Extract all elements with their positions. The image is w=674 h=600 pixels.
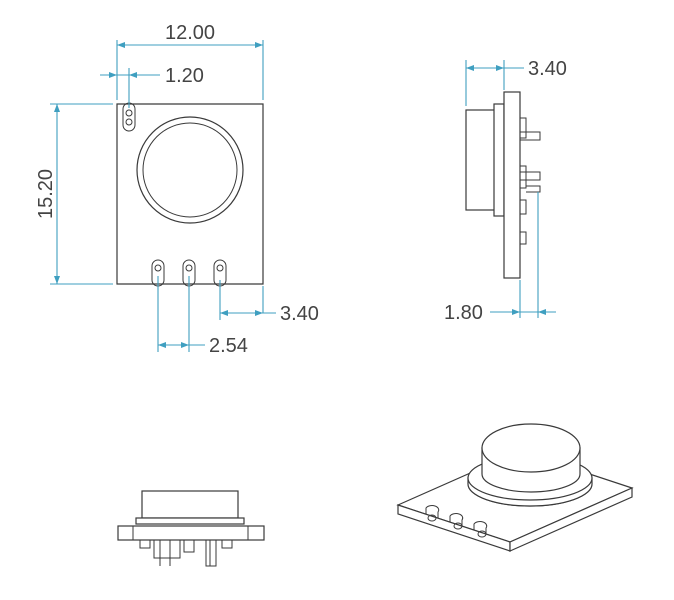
side-view: 3.40 1.80 [444, 58, 567, 324]
isometric-view [396, 423, 634, 552]
pitch-label: 2.54 [209, 335, 248, 357]
bottom-component-1 [139, 539, 151, 549]
side-lead-2 [520, 171, 541, 181]
sensor-inner-ring [142, 122, 238, 218]
iso-pin-slot-3 [473, 521, 488, 534]
sensor-outer-ring [136, 116, 244, 224]
side-board [503, 91, 521, 279]
side-component-2 [519, 165, 527, 189]
side-sensor-flange [493, 103, 505, 217]
arrow-pitch-right [181, 342, 189, 348]
iso-pin-slot-2 [449, 513, 464, 526]
arrow-top [54, 104, 60, 112]
height-label: 15.20 [35, 169, 57, 219]
side-component-4 [519, 231, 527, 245]
arrow-depth-left [466, 65, 474, 71]
side-lead-3 [526, 185, 541, 193]
iso-pin-hole-3 [477, 530, 487, 538]
arrow-hole-right [129, 72, 137, 78]
hole-offset-label: 1.20 [165, 65, 204, 87]
iso-pin-hole-1 [427, 514, 437, 522]
width-label: 12.00 [165, 22, 215, 44]
arrow-pin-offset-left [220, 310, 228, 316]
arrow-pin-offset-right [255, 310, 263, 316]
iso-board-side [509, 487, 633, 552]
pin-hole-3 [216, 264, 224, 272]
pin-hole-1 [154, 264, 162, 272]
bottom-component-3 [183, 539, 195, 553]
side-component-3 [519, 199, 527, 215]
iso-pin-hole-2 [453, 522, 463, 530]
arrow-right [255, 42, 263, 48]
iso-pin-slot-1 [425, 505, 440, 518]
arrow-depth-right [496, 65, 504, 71]
bottom-sensor-body [141, 490, 239, 519]
bottom-board [117, 525, 265, 541]
arrow-hole-left [109, 72, 117, 78]
bottom-sensor-flange [135, 517, 245, 525]
side-depth-label: 3.40 [528, 58, 567, 80]
pin-offset-label: 3.40 [280, 303, 319, 325]
arrow-side-pin-right [538, 309, 546, 315]
arrow-side-pin-left [512, 309, 520, 315]
pin-hole-2 [185, 264, 193, 272]
bottom-view [117, 490, 265, 567]
mount-hole [125, 109, 133, 117]
arrow-bottom [54, 276, 60, 284]
front-view: 12.00 1.20 15.20 3.40 2.54 [35, 22, 319, 357]
side-pin-label: 1.80 [444, 302, 483, 324]
bottom-component-2 [153, 539, 181, 559]
bottom-component-4 [205, 539, 217, 567]
iso-cylinder-top [481, 423, 581, 473]
arrow-pitch-left [158, 342, 166, 348]
side-component-1 [519, 117, 527, 139]
mount-hole-2 [125, 118, 133, 126]
bottom-component-5 [221, 539, 233, 549]
side-lead-1 [520, 131, 541, 141]
arrow-left [117, 42, 125, 48]
